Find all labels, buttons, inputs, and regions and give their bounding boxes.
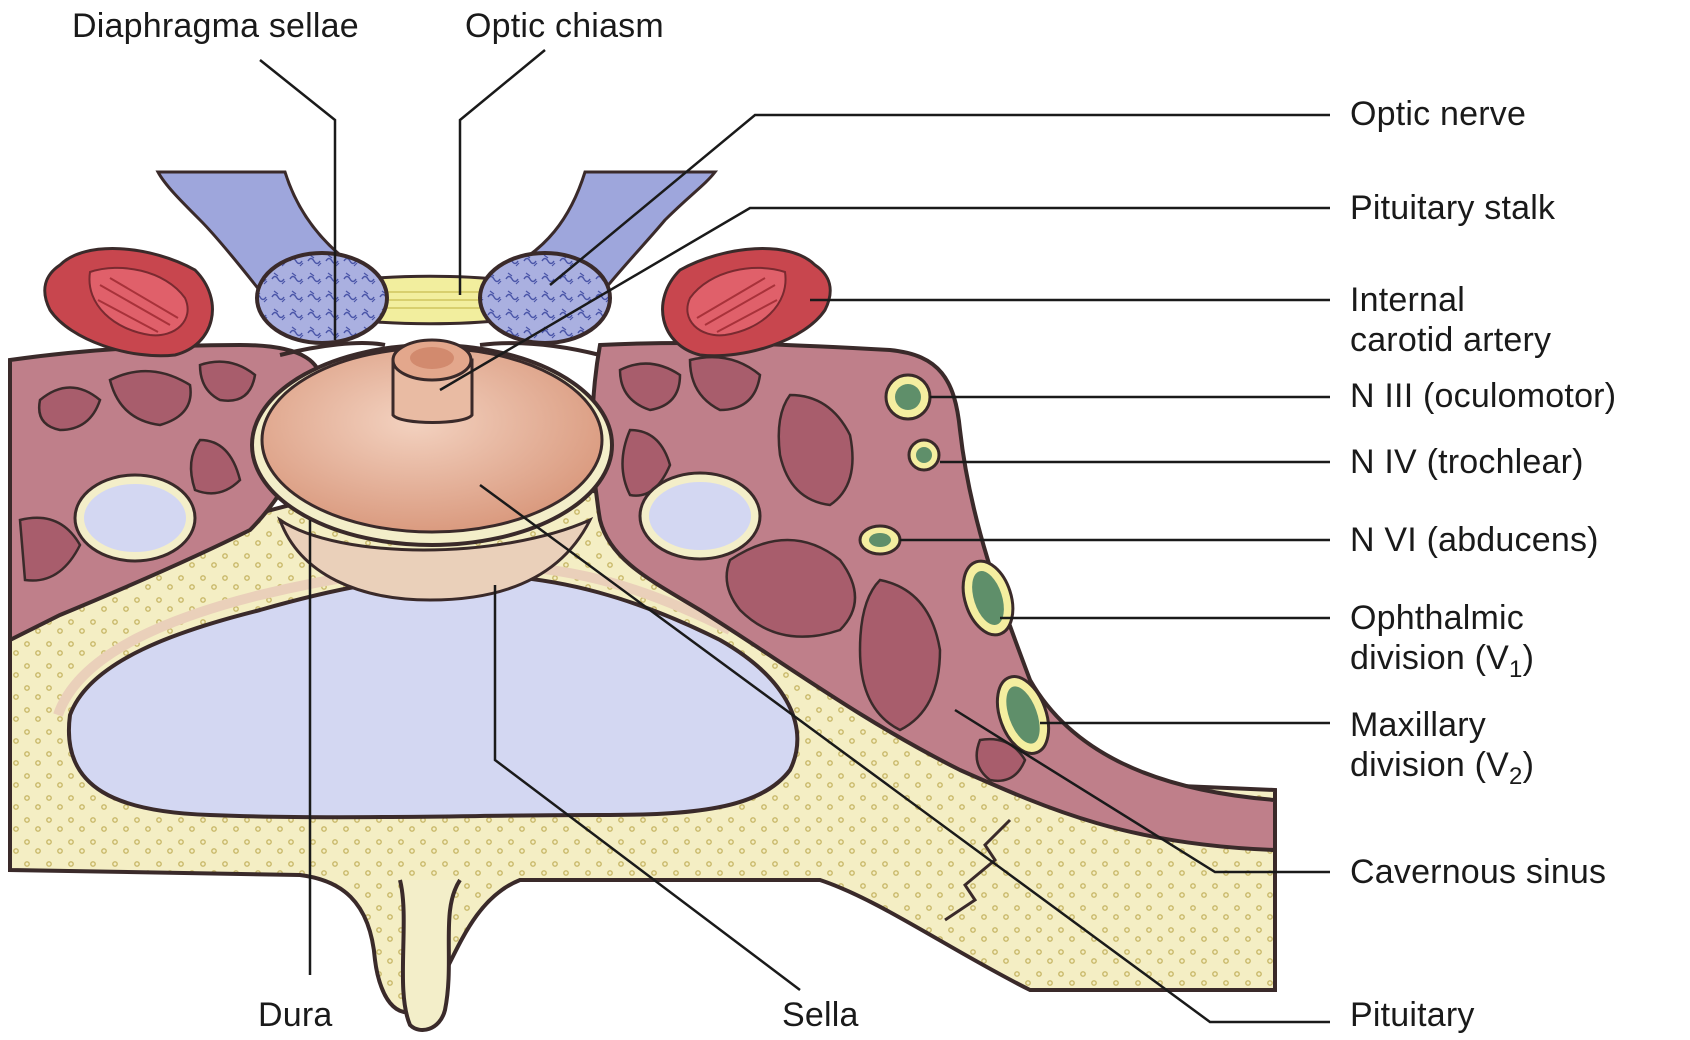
label-optic-nerve: Optic nerve	[1350, 94, 1526, 134]
carotid-left	[45, 249, 213, 356]
label-ophthalmic-sub: 1	[1509, 656, 1523, 683]
label-maxillary-text: division (V	[1350, 746, 1509, 784]
label-maxillary-1: Maxillary	[1350, 705, 1486, 745]
label-maxillary-sub: 2	[1509, 763, 1523, 790]
carotid-right	[663, 249, 831, 356]
label-sella: Sella	[782, 995, 859, 1035]
nerve-iv	[909, 440, 939, 470]
label-ophthalmic-close: )	[1523, 639, 1535, 677]
label-dura: Dura	[258, 995, 333, 1035]
label-n-iv: N IV (trochlear)	[1350, 442, 1584, 482]
label-internal-carotid-2: carotid artery	[1350, 320, 1551, 360]
label-cavernous-sinus: Cavernous sinus	[1350, 852, 1606, 892]
label-n-vi: N VI (abducens)	[1350, 520, 1599, 560]
label-internal-carotid-1: Internal	[1350, 280, 1465, 320]
label-maxillary-2: division (V2)	[1350, 745, 1534, 797]
label-pituitary-stalk: Pituitary stalk	[1350, 188, 1555, 228]
nerve-vi	[860, 526, 900, 554]
label-maxillary-close: )	[1523, 746, 1535, 784]
label-n-iii: N III (oculomotor)	[1350, 376, 1616, 416]
nerve-iii	[886, 375, 930, 419]
label-ophthalmic-1: Ophthalmic	[1350, 598, 1524, 638]
label-ophthalmic-2: division (V1)	[1350, 638, 1534, 690]
label-optic-chiasm: Optic chiasm	[465, 6, 664, 46]
label-ophthalmic-text: division (V	[1350, 639, 1509, 677]
label-diaphragma-sellae: Diaphragma sellae	[72, 6, 359, 46]
label-pituitary: Pituitary	[1350, 995, 1475, 1035]
